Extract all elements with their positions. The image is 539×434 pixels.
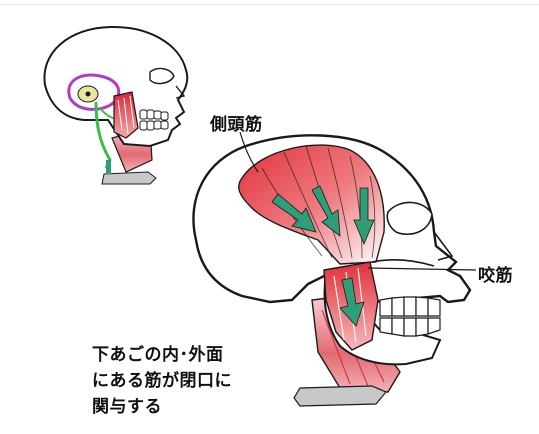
large-base xyxy=(294,386,386,406)
caption-line-1: 下あごの内･外面 xyxy=(92,342,232,368)
caption-line-2: にある筋が閉口に xyxy=(92,368,232,394)
masseter-label: 咬筋 xyxy=(478,261,513,286)
large-skull xyxy=(193,132,476,406)
small-skull xyxy=(44,27,187,184)
temporalis-label: 側頭筋 xyxy=(210,110,263,135)
large-upper-teeth xyxy=(380,297,440,316)
large-lower-teeth xyxy=(380,318,440,336)
caption: 下あごの内･外面 にある筋が閉口に 関与する xyxy=(92,342,232,420)
caption-line-3: 関与する xyxy=(92,394,232,420)
